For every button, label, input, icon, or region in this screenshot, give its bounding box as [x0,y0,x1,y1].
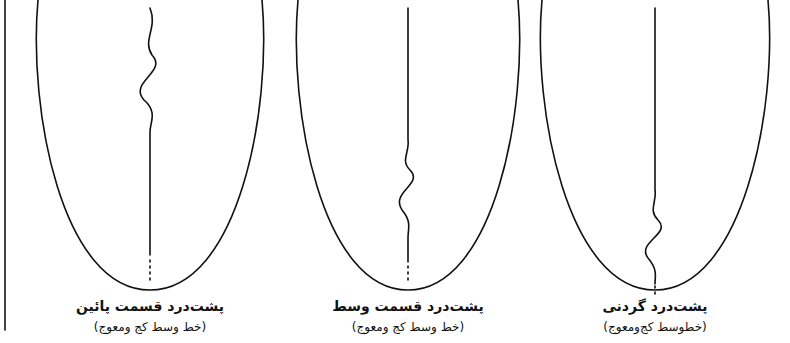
figure-note: (خط وسط کج ومعوج) [352,320,464,334]
figure-caption: پشت‌درد قسمت پائین [76,298,224,314]
figure-note: (خطوسط کج‌ومعوج) [603,320,707,334]
spine-line [140,8,156,255]
spine-dots [654,286,656,298]
spine-dots [149,260,151,280]
back-outline [540,0,769,290]
figure-caption: پشت‌درد گردنی [602,298,707,314]
back-outline [296,0,519,290]
figure-caption: پشت‌درد قسمت وسط [332,298,484,314]
frame-line [4,0,6,330]
spine-line [399,8,413,262]
back-outline [36,0,263,290]
spine-dots [407,266,409,282]
figure-note: (خط وسط کج ومعوج) [94,320,206,334]
spine-line [646,8,662,284]
